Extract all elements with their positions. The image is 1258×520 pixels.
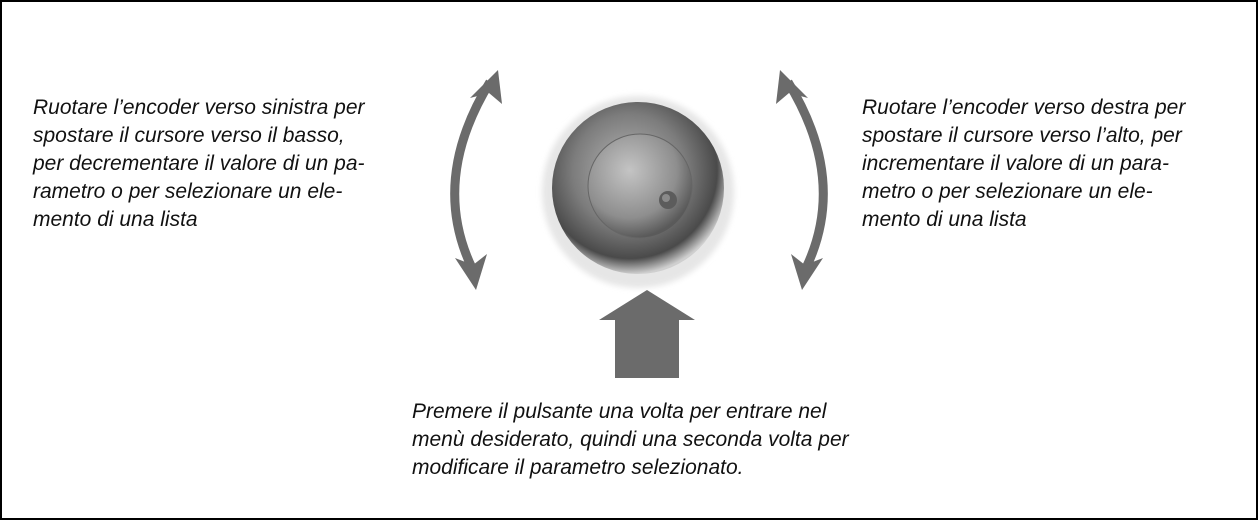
rotate-right-arrow-icon [776,70,828,290]
rotate-left-arrow-icon [450,70,502,290]
push-description: Premere il pulsante una volta per entrar… [412,398,849,482]
text-line: rametro o per selezionare un ele- [33,180,343,203]
text-line: incrementare il valore di un para- [862,152,1169,175]
text-line: mento di una lista [33,208,198,231]
text-line: menù desiderato, quindi una seconda volt… [412,428,849,451]
text-line: metro o per selezionare un ele- [862,180,1153,203]
encoder-knob-icon [542,96,734,288]
text-line: spostare il cursore verso l’alto, per [862,124,1182,147]
text-line: Ruotare l’encoder verso destra per [862,96,1186,119]
rotate-left-description: Ruotare l’encoder verso sinistra per spo… [33,94,423,234]
rotate-right-description: Ruotare l’encoder verso destra per spost… [862,94,1232,234]
text-line: mento di una lista [862,208,1027,231]
push-arrow-icon [599,290,695,378]
text-line: spostare il cursore verso il basso, [33,124,345,147]
text-line: Ruotare l’encoder verso sinistra per [33,96,365,119]
text-line: modificare il parametro selezionato. [412,456,744,479]
text-line: per decrementare il valore di un pa- [33,152,365,175]
text-line: Premere il pulsante una volta per entrar… [412,400,827,423]
